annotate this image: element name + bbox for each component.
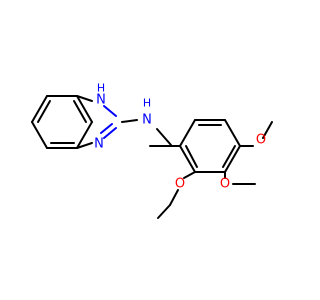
atom-label-n1-h: H <box>97 82 105 95</box>
bond <box>157 204 171 219</box>
bond <box>222 145 236 168</box>
atom-label-n1: N <box>96 93 106 108</box>
bond <box>262 121 273 139</box>
structure-canvas: N H N N H O O O <box>31 82 273 219</box>
bond <box>185 145 198 168</box>
bond <box>103 105 117 117</box>
bond <box>100 123 113 134</box>
bond <box>76 121 93 149</box>
bond <box>31 95 48 123</box>
bond <box>37 100 51 123</box>
bond <box>73 100 87 123</box>
atom-label-o3: O <box>175 177 185 192</box>
molecule-structure: N H N N H O O O <box>31 82 273 219</box>
atom-label-layer: N H N N H O O O <box>94 82 266 192</box>
bond <box>224 119 241 147</box>
bond <box>121 119 138 123</box>
bond <box>156 128 172 146</box>
atom-label-o1: O <box>256 133 266 148</box>
bond <box>169 189 179 206</box>
bond <box>103 127 117 139</box>
atom-label-nh: N <box>142 113 152 128</box>
bond <box>224 145 241 173</box>
atom-label-n3: N <box>94 137 104 152</box>
bond <box>76 95 93 123</box>
bond <box>183 171 196 179</box>
bond <box>76 95 93 102</box>
bond <box>31 121 48 149</box>
atom-label-o2: O <box>220 177 230 192</box>
bond <box>179 145 196 173</box>
atom-label-nh-h: H <box>143 97 151 110</box>
bond <box>76 142 93 149</box>
bond <box>179 119 196 147</box>
bond-layer <box>31 95 273 219</box>
